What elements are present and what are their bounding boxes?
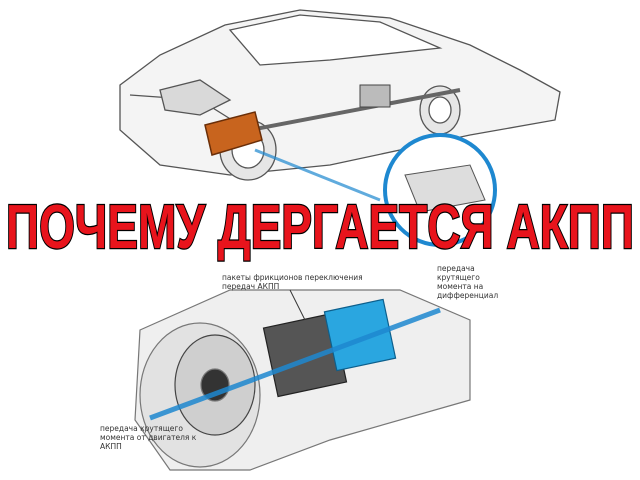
drivetrain: [204, 84, 461, 202]
label-from-engine: передача крутящего момента от двигателя …: [100, 424, 197, 451]
title: ПОЧЕМУ ДЕРГАЕТСЯ АКПП: [6, 193, 634, 262]
transmission-thumbnail: [404, 164, 486, 213]
torque-flow-arrow: [149, 307, 441, 421]
transmission-cutaway: [134, 289, 471, 471]
label-clutch-packs: пакеты фрикционов переключения передач А…: [222, 273, 363, 291]
car-illustration: [119, 9, 561, 181]
transmission-highlight: [204, 111, 263, 156]
label-to-differential: передача крутящего момента на дифференци…: [437, 264, 499, 300]
